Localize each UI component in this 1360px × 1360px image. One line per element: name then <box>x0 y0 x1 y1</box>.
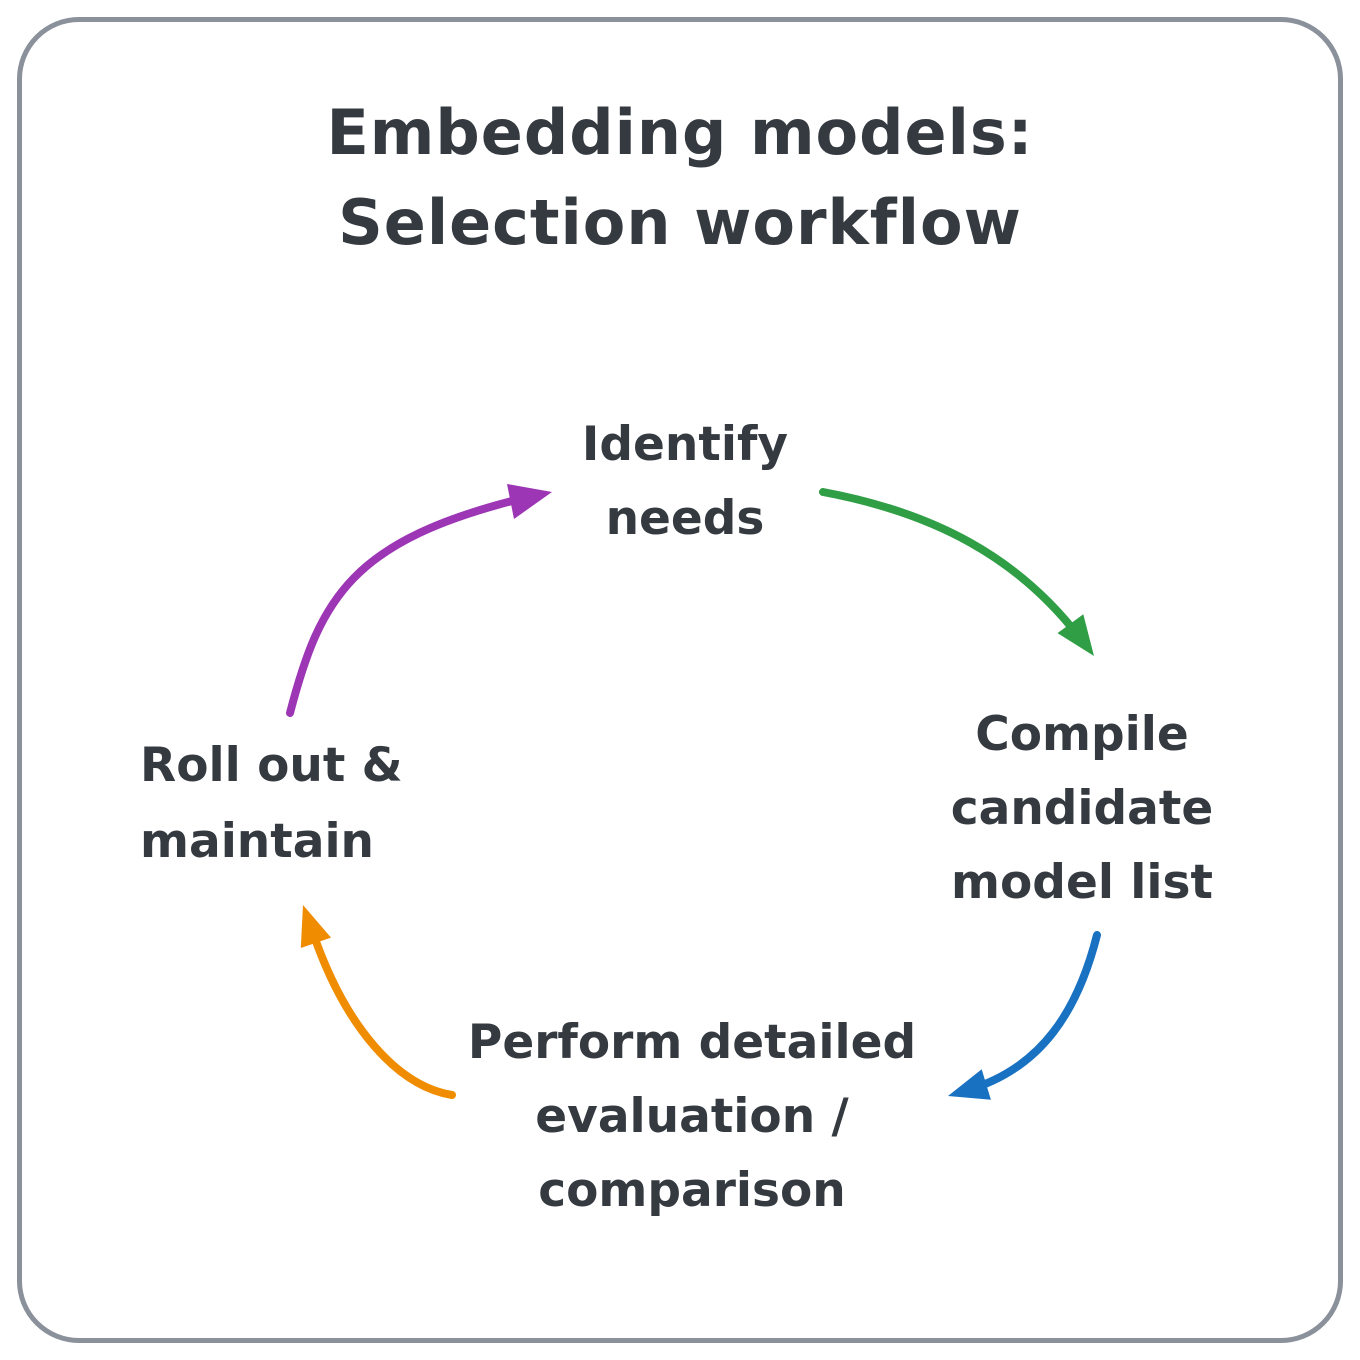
node-compile-line3: model list <box>951 855 1213 910</box>
node-evaluation-line3: comparison <box>538 1163 846 1218</box>
node-evaluation-line1: Perform detailed <box>467 1015 917 1070</box>
node-rollout-line2: maintain <box>140 814 375 869</box>
diagram-title: Embedding models: Selection workflow <box>0 88 1360 268</box>
node-roll-out-maintain: Roll out & maintain <box>140 728 403 880</box>
node-evaluation-line2: evaluation / <box>535 1089 849 1144</box>
diagram-title-line1: Embedding models: <box>326 96 1034 169</box>
diagram-title-line2: Selection workflow <box>338 186 1022 259</box>
node-identify-needs: Identify needs <box>582 408 788 556</box>
node-compile-candidate-model-list: Compile candidate model list <box>951 698 1214 920</box>
node-compile-line2: candidate <box>950 781 1214 836</box>
node-perform-detailed-evaluation: Perform detailed evaluation / comparison <box>468 1006 916 1228</box>
node-identify-needs-line2: needs <box>605 491 765 546</box>
rounded-card-frame <box>17 17 1343 1343</box>
node-rollout-line1: Roll out & <box>140 738 403 793</box>
node-identify-needs-line1: Identify <box>581 417 789 472</box>
node-compile-line1: Compile <box>975 707 1189 762</box>
